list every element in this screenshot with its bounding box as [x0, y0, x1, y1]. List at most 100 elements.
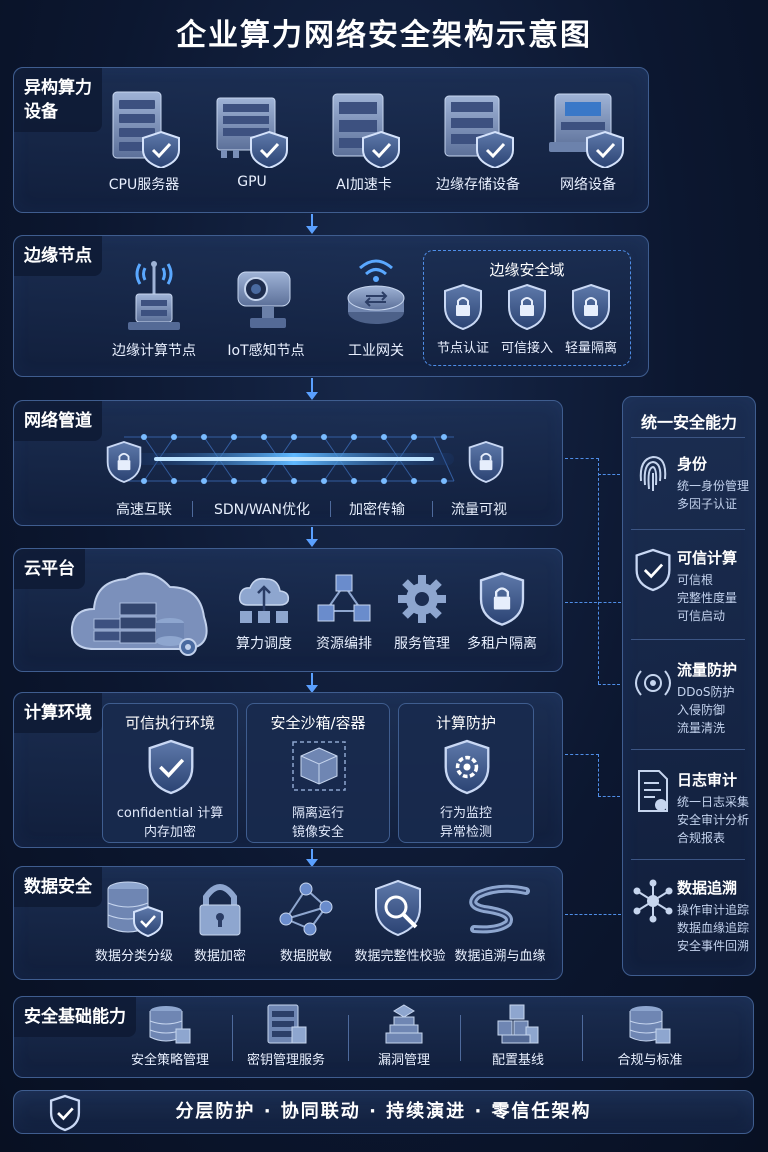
sandbox-box: 安全沙箱/容器 隔离运行 镜像安全: [246, 703, 390, 843]
connector-line: [598, 684, 620, 685]
tee-line2: 内存加密: [143, 825, 196, 840]
service-management-item: 服务管理: [362, 571, 482, 653]
key-management-item: 密钥管理服务: [226, 1003, 346, 1068]
network-graph-icon: [279, 882, 333, 936]
page-title: 企业算力网络安全架构示意图: [176, 18, 592, 53]
divider: [232, 1015, 233, 1061]
tee-line1: confidential 计算: [116, 806, 224, 821]
padlock-icon: [199, 884, 241, 936]
vulnerability-management-label: 漏洞管理: [377, 1053, 430, 1068]
light-isolation-item: 轻量隔离: [560, 283, 622, 356]
cpu-server-item: CPU服务器: [84, 86, 204, 194]
connector-line: [598, 474, 620, 475]
light-isolation-label: 轻量隔离: [564, 341, 617, 356]
identity-head: 身份: [677, 455, 708, 473]
orchestration-cubes-icon: [317, 574, 371, 622]
divider: [631, 437, 745, 438]
layer-network-panel: 网络管道: [13, 400, 563, 526]
compute-scheduling-item: 算力调度: [204, 571, 324, 653]
unified-security-title: 统一安全能力: [640, 413, 737, 432]
network-item-label: 流量可视: [451, 502, 507, 518]
shield-lock-icon: [508, 283, 546, 331]
connector-line: [598, 458, 599, 684]
layer-compute-title: 计算环境: [14, 693, 102, 733]
edge-compute-node-label: 边缘计算节点: [112, 343, 196, 359]
network-item-label: SDN/WAN优化: [214, 502, 310, 518]
compute-protection-line2: 异常检测: [439, 825, 492, 840]
shield-check-icon: [148, 739, 194, 795]
resource-orchestration-label: 资源编排: [316, 636, 372, 652]
log-audit-line: 统一日志采集: [677, 795, 750, 809]
divider: [330, 501, 331, 517]
connector-line: [565, 458, 599, 459]
gpu-icon: [216, 97, 288, 168]
divider: [582, 1015, 583, 1061]
data-classification-item: 数据分类分级: [74, 879, 194, 964]
database-stack-icon: [149, 1006, 191, 1044]
node-auth-item: 节点认证: [432, 283, 494, 356]
connector-line: [565, 914, 621, 915]
sandbox-line2: 镜像安全: [291, 825, 344, 840]
compute-protection-line1: 行为监控: [439, 806, 492, 821]
camera-icon: [237, 271, 291, 328]
shield-lock-icon: [479, 572, 525, 626]
sandbox-line1: 隔离运行: [291, 806, 344, 821]
shield-check-icon: [49, 1094, 81, 1132]
compute-scheduling-label: 算力调度: [236, 636, 292, 652]
layer-foundation-title: 安全基础能力: [14, 997, 136, 1037]
log-audit-line: 合规报表: [677, 831, 726, 845]
industrial-gateway-label: 工业网关: [348, 343, 404, 359]
data-encryption-item: 数据加密: [160, 879, 280, 964]
layer-cloud-title: 云平台: [14, 549, 85, 589]
policy-management-item: 安全策略管理: [110, 1003, 230, 1068]
shield-lock-icon: [444, 283, 482, 331]
connector-line: [598, 754, 599, 796]
edge-security-domain-title: 边缘安全域: [489, 261, 565, 279]
divider: [348, 1015, 349, 1061]
unified-security-panel: 统一安全能力 身份 统一身份管理 多因子认证 可信计算 可信根 完整性度量 可信…: [622, 396, 756, 976]
traffic-protection-line: DDoS防护: [677, 685, 735, 699]
layered-stack-icon: [385, 1004, 423, 1044]
database-stack-icon: [629, 1006, 671, 1044]
trusted-computing-head: 可信计算: [677, 549, 738, 567]
edge-compute-node-item: 边缘计算节点: [94, 250, 214, 360]
trusted-computing-line: 完整性度量: [677, 591, 738, 605]
shield-lock-left-icon: [106, 441, 142, 483]
trusted-access-label: 可信接入: [500, 341, 553, 356]
layer-data-title: 数据安全: [14, 867, 102, 907]
fingerprint-icon: [639, 455, 667, 491]
server-stack-icon: [267, 1004, 307, 1044]
flow-arrow: [306, 378, 318, 400]
layer-compute-panel: 计算环境 可信执行环境 confidential 计算 内存加密 安全沙箱/容器…: [13, 692, 563, 848]
flow-arrow: [306, 673, 318, 693]
network-device-icon: [549, 93, 624, 168]
shield-check-icon: [635, 548, 671, 592]
flow-arrow: [306, 527, 318, 547]
divider: [631, 639, 745, 640]
data-masking-item: 数据脱敏: [246, 879, 366, 964]
flow-arrow: [306, 849, 318, 867]
node-auth-label: 节点认证: [436, 341, 489, 356]
flow-arrow: [306, 214, 318, 234]
network-device-item: 网络设备: [528, 86, 648, 194]
iot-node-label: IoT感知节点: [227, 343, 305, 359]
key-management-label: 密钥管理服务: [246, 1053, 325, 1068]
storage-icon: [444, 95, 514, 168]
trusted-computing-line: 可信根: [677, 573, 714, 587]
data-integrity-item: 数据完整性校验: [340, 879, 460, 964]
footer-slogan: 分层防护 · 协同联动 · 持续演进 · 零信任架构: [175, 1101, 592, 1122]
shield-lock-icon: [572, 283, 610, 331]
database-shield-icon: [107, 881, 163, 938]
service-management-label: 服务管理: [394, 636, 450, 652]
trusted-computing-line: 可信启动: [677, 609, 726, 623]
shield-gear-icon: [444, 739, 490, 795]
data-integrity-label: 数据完整性校验: [354, 949, 446, 964]
network-item-label: 加密传输: [349, 502, 405, 518]
data-tracing-line: 数据血缘追踪: [677, 921, 750, 935]
data-masking-label: 数据脱敏: [279, 949, 332, 964]
server-icon: [112, 91, 180, 168]
log-audit-line: 安全审计分析: [677, 813, 750, 827]
network-tunnel-graphic: [124, 434, 455, 484]
layer-foundation-panel: 安全基础能力 安全策略管理 密钥管理服务 漏洞管理: [13, 996, 754, 1078]
data-tracing-line: 操作审计追踪: [677, 903, 750, 917]
